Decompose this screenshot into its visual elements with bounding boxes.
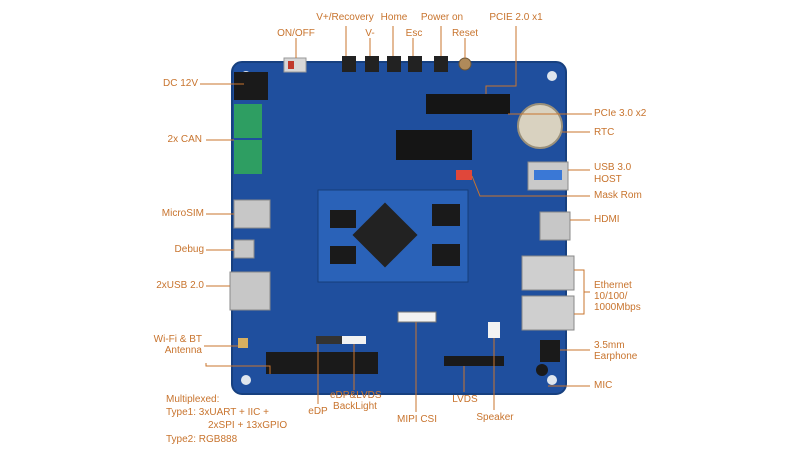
debug-port [233, 239, 255, 259]
label-maskrom: Mask Rom [594, 190, 642, 201]
label-eth-line2: 10/100/ [594, 291, 628, 302]
ethernet-port [521, 295, 575, 331]
label-dc12v: DC 12V [162, 78, 198, 89]
can-terminal [234, 104, 262, 138]
label-edp-backlight-line2: BackLight [333, 401, 377, 412]
label-usb30-line2: HOST [594, 174, 622, 185]
gpio-header [266, 352, 378, 374]
label-vplus-recovery: V+/Recovery [316, 12, 374, 23]
rtc-battery [517, 103, 563, 149]
label-rtc: RTC [594, 127, 615, 138]
label-hdmi: HDMI [594, 214, 620, 225]
label-debug: Debug [174, 244, 204, 255]
mount-hole [547, 71, 557, 81]
label-type1-line1: Type1: 3xUART + IIC + [166, 407, 270, 418]
can-terminal [234, 140, 262, 174]
label-wifi-line1: Wi-Fi & BT [153, 334, 202, 345]
label-type1-line2: 2xSPI + 13xGPIO [208, 420, 288, 431]
earphone-jack [540, 340, 560, 362]
ethernet-port [521, 255, 575, 291]
label-pcie30: PCIe 3.0 x2 [594, 108, 647, 119]
label-pcie20: PCIE 2.0 x1 [489, 12, 543, 23]
label-reset: Reset [451, 28, 479, 39]
backlight-connector [342, 336, 366, 344]
label-multiplexed: Multiplexed: [166, 394, 220, 405]
button-vminus [365, 56, 379, 72]
label-vminus: V- [365, 28, 375, 39]
label-edp-backlight-line1: eDP&LVDS [330, 390, 382, 401]
hdmi-port [539, 211, 571, 241]
leader-lines [200, 26, 592, 412]
mount-hole [241, 375, 251, 385]
label-earphone-line1: 3.5mm [594, 340, 625, 351]
usb20-ports [229, 271, 271, 311]
edp-connector [316, 336, 342, 344]
label-earphone-line2: Earphone [594, 351, 638, 362]
dc-jack [234, 72, 268, 100]
label-home: Home [380, 12, 408, 23]
pcie30-slot [396, 130, 472, 160]
button-reset [458, 57, 472, 71]
label-usb20: 2xUSB 2.0 [156, 280, 204, 291]
button-vplus [342, 56, 356, 72]
label-eth-line1: Ethernet [594, 280, 632, 291]
soc-chip [352, 202, 418, 268]
maskrom-button [456, 170, 472, 180]
label-type2: Type2: RGB888 [166, 434, 238, 445]
button-esc [408, 56, 422, 72]
label-on-off: ON/OFF [277, 28, 315, 39]
button-power [434, 56, 448, 72]
label-power-on: Power on [420, 12, 464, 23]
label-esc: Esc [405, 28, 423, 39]
label-eth-line3: 1000Mbps [594, 302, 641, 313]
microsim-slot [233, 199, 271, 229]
wifi-connector [238, 338, 248, 348]
pcie20-slot [426, 94, 510, 114]
label-mipi-csi: MIPI CSI [396, 414, 437, 425]
label-speaker: Speaker [476, 412, 514, 423]
speaker-connector [488, 322, 500, 338]
label-edp: eDP [308, 406, 328, 417]
power-switch [283, 57, 307, 73]
label-mic: MIC [594, 380, 613, 391]
label-wifi-line2: Antenna [164, 345, 202, 356]
mount-hole [547, 375, 557, 385]
label-lvds: LVDS [452, 394, 478, 405]
label-microsim: MicroSIM [161, 208, 204, 219]
button-home [387, 56, 401, 72]
mipi-csi-connector [397, 311, 437, 323]
label-can: 2x CAN [167, 134, 202, 145]
label-usb30-line1: USB 3.0 [594, 162, 632, 173]
lvds-connector [444, 356, 504, 366]
mic [536, 364, 548, 376]
